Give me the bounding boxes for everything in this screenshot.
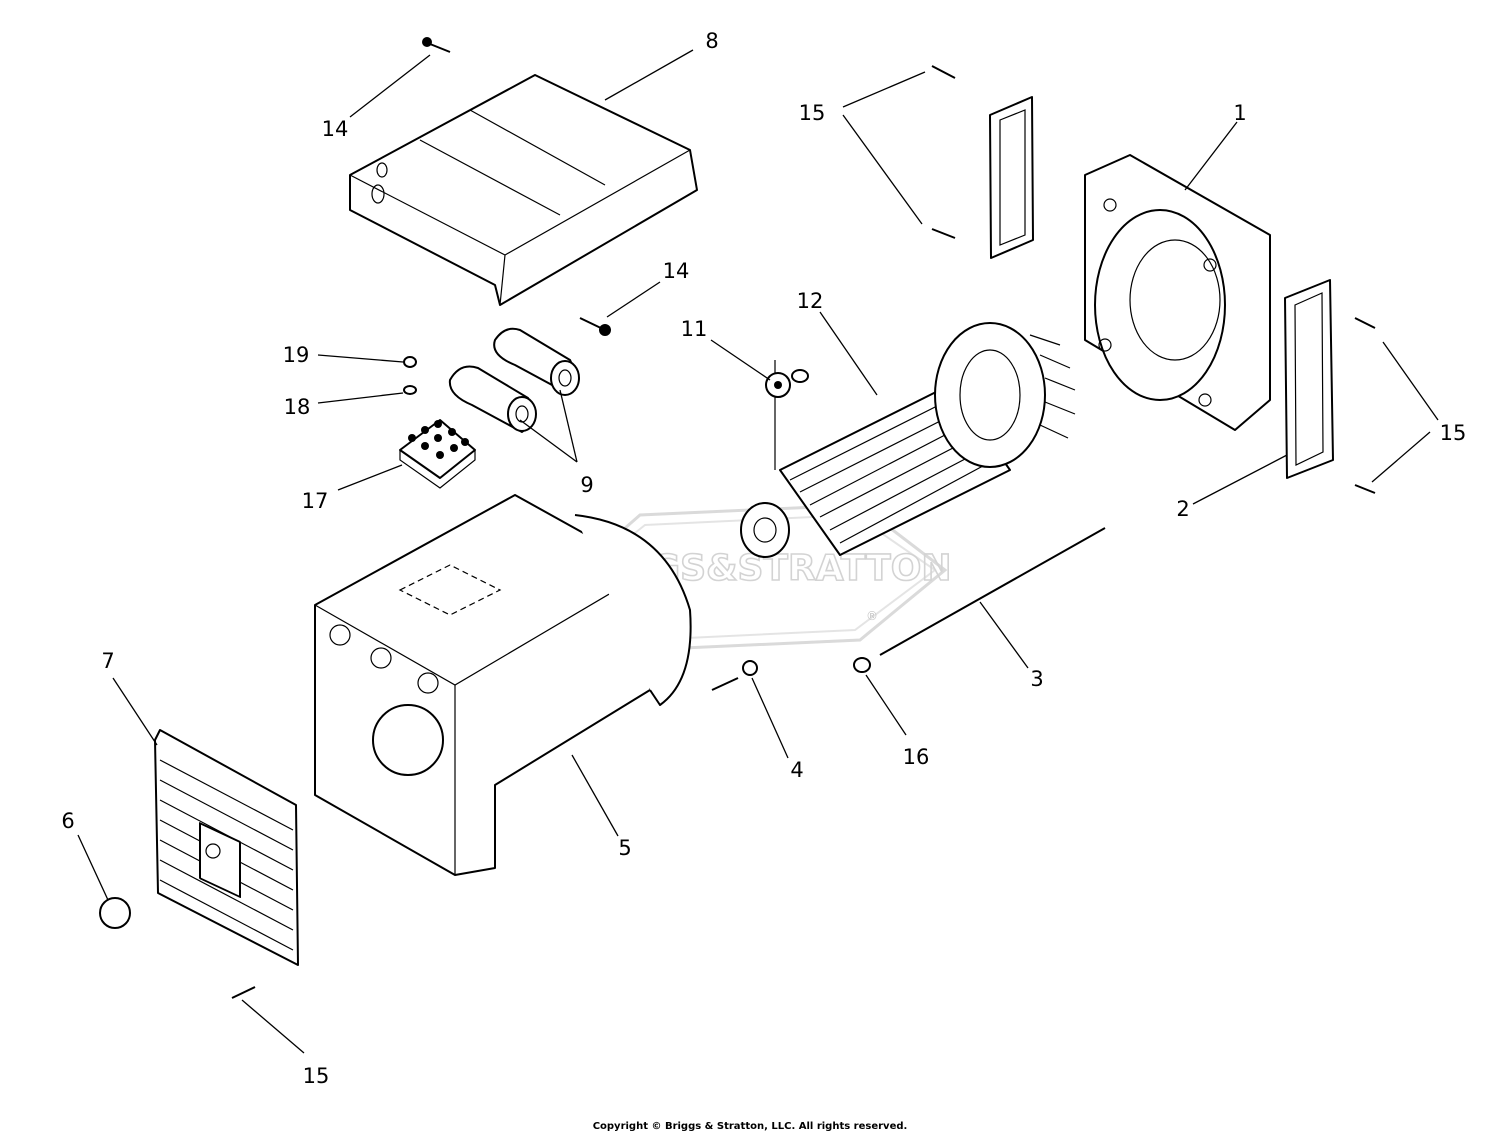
part-7-front-grille bbox=[154, 729, 299, 966]
part-14-screw-top bbox=[422, 37, 451, 53]
callout-1: 1 bbox=[1233, 101, 1246, 125]
callout-3: 3 bbox=[1030, 667, 1043, 691]
callout-5: 5 bbox=[618, 836, 631, 860]
part-17-terminal-block bbox=[399, 419, 476, 489]
watermark-registered-mark: ® bbox=[866, 609, 878, 623]
part-3-through-bolt bbox=[879, 527, 1106, 656]
part-9-capacitor-upper bbox=[493, 327, 580, 396]
callout-14-side: 14 bbox=[663, 259, 690, 283]
part-16-nut bbox=[853, 657, 871, 673]
part-15-screws bbox=[231, 65, 1376, 999]
callout-8: 8 bbox=[705, 29, 718, 53]
part-5-stator-housing bbox=[314, 494, 692, 876]
callout-6: 6 bbox=[61, 809, 74, 833]
part-14-screw-side bbox=[579, 317, 611, 336]
callout-11: 11 bbox=[681, 317, 708, 341]
part-1-end-housing bbox=[1084, 154, 1271, 431]
callout-16: 16 bbox=[903, 745, 930, 769]
part-2-side-grille-lower bbox=[1284, 279, 1334, 479]
callout-17: 17 bbox=[302, 489, 329, 513]
callout-2: 2 bbox=[1176, 497, 1189, 521]
callout-15-upper: 15 bbox=[799, 101, 826, 125]
callout-15-bottom: 15 bbox=[303, 1064, 330, 1088]
callout-15-right: 15 bbox=[1440, 421, 1467, 445]
callout-14-top: 14 bbox=[322, 117, 349, 141]
part-18-washer bbox=[403, 385, 417, 395]
part-8-top-cover bbox=[349, 74, 698, 306]
part-11-brush-holder bbox=[765, 360, 809, 470]
callout-7: 7 bbox=[101, 649, 114, 673]
part-12-rotor bbox=[740, 322, 1076, 558]
part-9-capacitor-lower bbox=[448, 365, 537, 433]
part-2-side-grille-upper bbox=[989, 96, 1034, 259]
callout-19: 19 bbox=[283, 343, 310, 367]
callout-4: 4 bbox=[790, 758, 803, 782]
callout-labels: 1 2 3 4 5 6 7 8 9 11 12 14 14 15 15 15 1… bbox=[61, 29, 1466, 1088]
part-6-plug bbox=[99, 897, 131, 929]
callout-9: 9 bbox=[580, 473, 593, 497]
callout-18: 18 bbox=[284, 395, 311, 419]
part-19-nut bbox=[403, 356, 417, 368]
leader-lines bbox=[77, 49, 1439, 1054]
callout-12: 12 bbox=[797, 289, 824, 313]
part-4-stud bbox=[711, 660, 758, 691]
copyright-notice: Copyright © Briggs & Stratton, LLC. All … bbox=[592, 1121, 908, 1132]
